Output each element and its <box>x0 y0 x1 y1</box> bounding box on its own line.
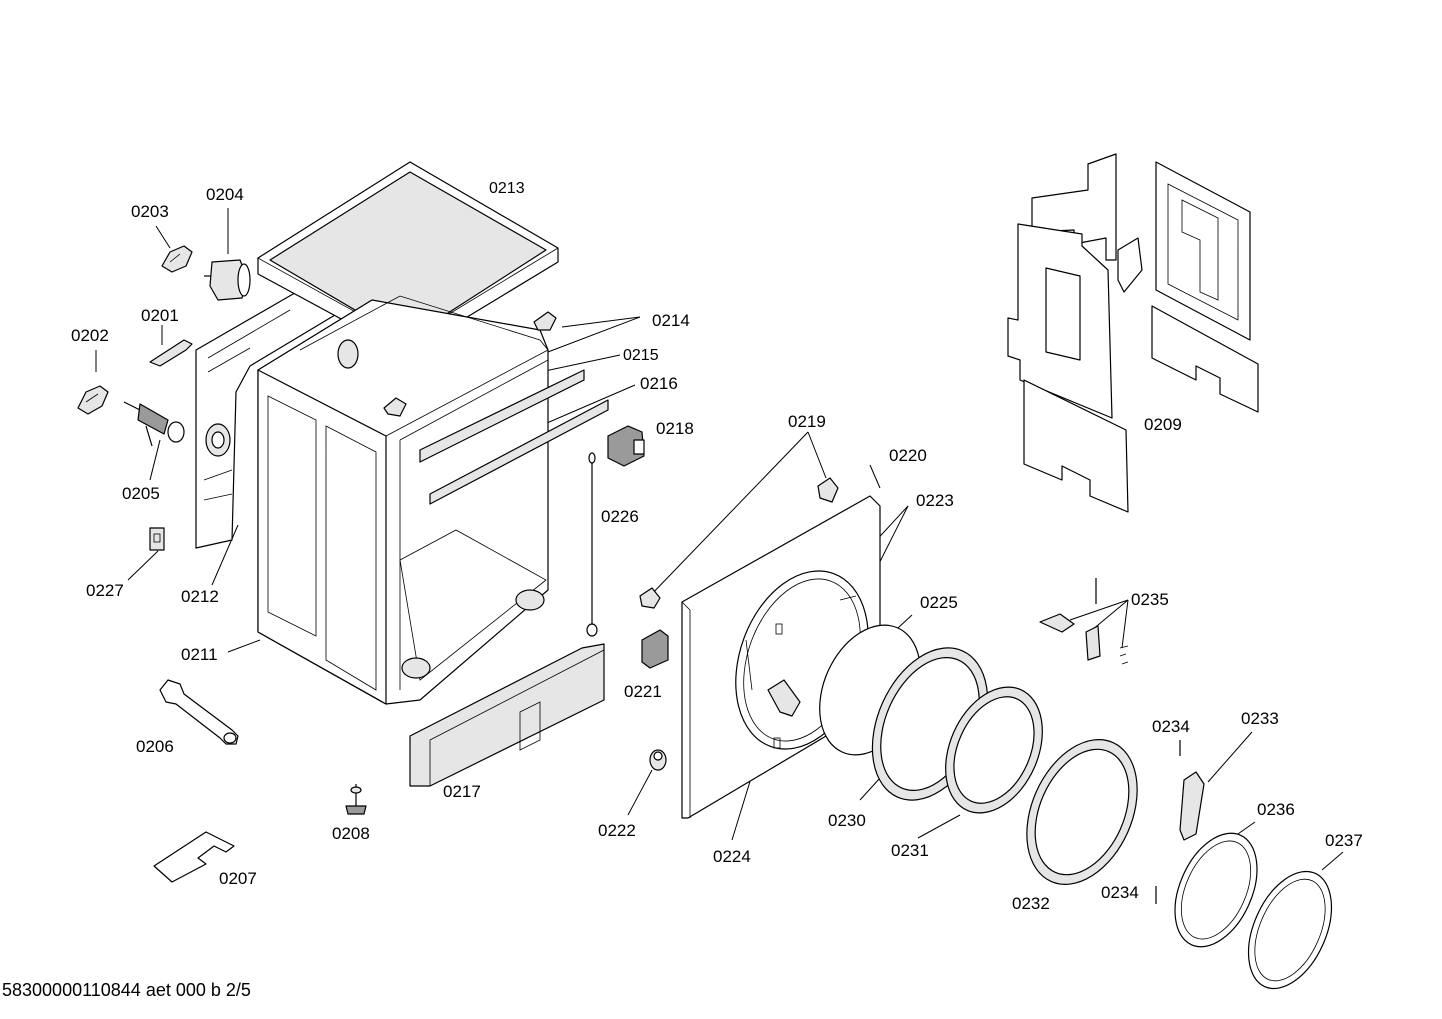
callout-labels: 0203 0204 0201 0202 0205 0227 0212 0211 … <box>71 180 1363 913</box>
document-code-footer: 58300000110844 aet 000 b 2/5 <box>2 980 251 1000</box>
callout-0223: 0223 <box>916 491 954 510</box>
callout-0234-lower: 0234 <box>1101 883 1139 902</box>
callout-0218: 0218 <box>656 419 694 438</box>
callout-0209: 0209 <box>1144 415 1182 434</box>
callout-0221: 0221 <box>624 682 662 701</box>
callout-0206: 0206 <box>136 737 174 756</box>
callout-0233: 0233 <box>1241 709 1279 728</box>
callout-0204: 0204 <box>206 185 244 204</box>
callout-0234-upper: 0234 <box>1152 717 1190 736</box>
callout-0236: 0236 <box>1257 800 1295 819</box>
callout-0226: 0226 <box>601 507 639 526</box>
parts-middle <box>383 311 839 787</box>
callout-0235: 0235 <box>1131 590 1169 609</box>
callout-0201: 0201 <box>141 306 179 325</box>
callout-0227: 0227 <box>86 581 124 600</box>
callout-0214: 0214 <box>652 311 690 330</box>
hinge-parts-0235 <box>1039 578 1129 665</box>
callout-0213: 0213 <box>489 180 525 197</box>
callout-0224: 0224 <box>713 847 751 866</box>
callout-0219: 0219 <box>788 412 826 431</box>
callout-0205: 0205 <box>122 484 160 503</box>
parts-left <box>77 245 367 883</box>
cabinet-0211 <box>257 295 609 705</box>
door-assembly <box>819 624 1333 990</box>
callout-0237: 0237 <box>1325 831 1363 850</box>
callout-0222: 0222 <box>598 821 636 840</box>
callout-0217: 0217 <box>443 782 481 801</box>
callout-0231: 0231 <box>891 841 929 860</box>
insulation-panels-0209 <box>1007 153 1259 513</box>
callout-0207: 0207 <box>219 869 257 888</box>
callout-0216: 0216 <box>640 374 678 393</box>
callout-0203: 0203 <box>131 202 169 221</box>
callout-0212: 0212 <box>181 587 219 606</box>
callout-0220: 0220 <box>889 446 927 465</box>
callout-0215: 0215 <box>623 347 659 364</box>
callout-0225: 0225 <box>920 593 958 612</box>
callout-0202: 0202 <box>71 326 109 345</box>
callout-0230: 0230 <box>828 811 866 830</box>
callout-0211: 0211 <box>181 645 218 664</box>
callout-0208: 0208 <box>332 824 370 843</box>
callout-0232: 0232 <box>1012 894 1050 913</box>
